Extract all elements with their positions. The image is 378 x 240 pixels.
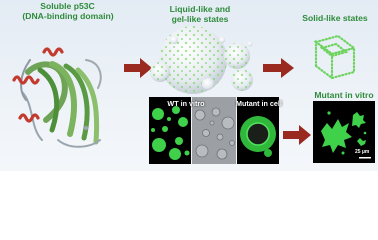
arrow-protein-to-liquid [124,58,152,78]
solid-title: Solid-like states [302,13,368,23]
mutant-in-vitro-panel: 25 µm [313,101,375,163]
wt-in-vitro-dic-panel [192,97,236,164]
arrow-liquid-to-solid [263,58,294,78]
liquid-subtitle: gel-like states [171,14,229,24]
protein-title: Soluble p53C [40,1,95,11]
mutant-in-vitro-label: Mutant in vitro [314,90,374,100]
protein-subtitle: (DNA-binding domain) [22,11,114,21]
mutant-in-cell-label: Mutant in cell [236,99,282,108]
liquid-droplets [150,26,253,94]
arrow-cell-to-vitro [283,125,311,145]
solid-cube [313,34,357,80]
figure-canvas: Soluble p53C (DNA-binding domain) [0,0,378,171]
mutant-in-cell-panel [237,97,279,164]
liquid-title: Liquid-like and [169,4,231,14]
wt-in-vitro-fluorescence-panel [149,97,191,164]
protein-structure [12,47,102,148]
wt-in-vitro-label: WT in vitro [167,99,205,108]
scale-bar-label: 25 µm [355,149,370,155]
